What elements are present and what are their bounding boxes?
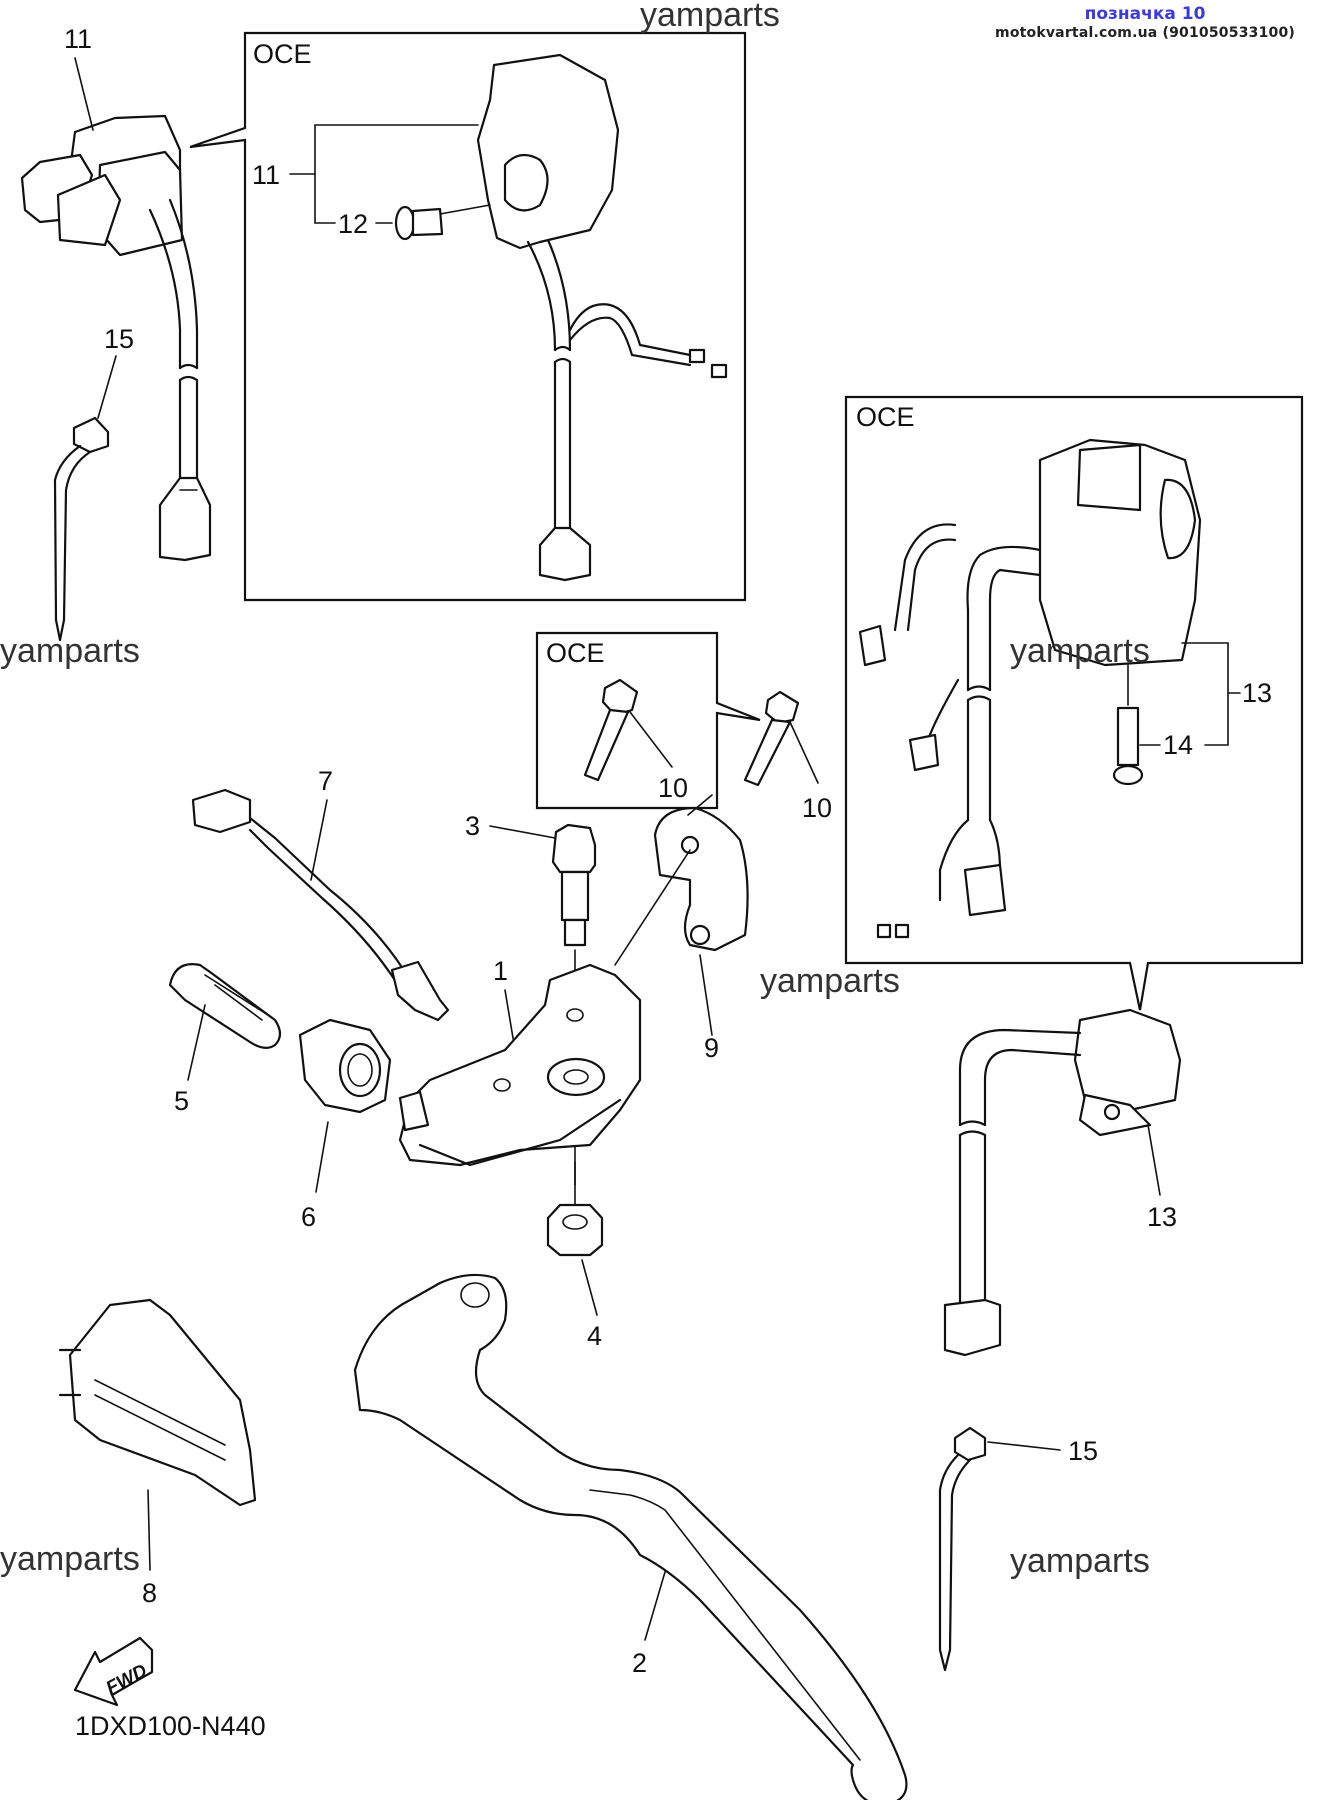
leader-10 [789, 721, 819, 784]
part-10-bolt[interactable] [743, 690, 800, 787]
leader-3 [489, 825, 556, 839]
callout-6: 6 [301, 1202, 316, 1232]
bracket-11-12 [289, 124, 491, 224]
watermark: yamparts [640, 0, 780, 34]
source-site: motokvartal.com.ua (901050533100) [995, 25, 1295, 41]
callout-13-oce: 13 [1242, 678, 1272, 708]
watermark: yamparts [1010, 1542, 1150, 1580]
leader-11 [74, 57, 94, 131]
fwd-arrow-icon: FWD [73, 1636, 154, 1707]
diagram-code: 1DXD100-N440 [75, 1711, 266, 1741]
part-1-lever-holder[interactable] [398, 963, 642, 1167]
leader-6 [315, 1121, 329, 1193]
part-2-clutch-lever[interactable] [353, 1273, 908, 1800]
watermark: yamparts [0, 632, 140, 670]
callout-9: 9 [704, 1033, 719, 1063]
inset-label: OCE [856, 402, 915, 432]
inset-label: OCE [253, 39, 312, 69]
callout-3: 3 [465, 811, 480, 841]
callout-5: 5 [174, 1086, 189, 1116]
leader-4 [581, 1259, 598, 1316]
part-15-cable-tie[interactable] [53, 416, 110, 642]
part-7-switch-cable[interactable] [191, 788, 450, 1022]
leader-9 [699, 954, 713, 1036]
part-12-screw[interactable] [394, 205, 444, 241]
watermark: yamparts [1010, 632, 1150, 670]
callout-15-right: 15 [1068, 1436, 1098, 1466]
part-6-locknut[interactable] [298, 1018, 392, 1114]
part-15-cable-tie-right[interactable] [938, 1426, 987, 1672]
bracket-13-14 [1127, 642, 1241, 746]
inset-label: OCE [546, 638, 605, 668]
callout-7: 7 [318, 766, 333, 796]
callout-10: 10 [802, 793, 832, 823]
leader-10-9 [687, 794, 713, 816]
callout-4: 4 [587, 1321, 602, 1351]
part-10-bolt-oce[interactable] [583, 678, 639, 782]
leader-8 [147, 1489, 151, 1571]
callout-15: 15 [104, 324, 134, 354]
watermark: yamparts [760, 962, 900, 1000]
inset-box-oce-10: OCE [535, 631, 761, 810]
callout-11-oce: 11 [252, 160, 280, 190]
part-11-left-switch[interactable] [20, 114, 212, 562]
leader-2 [644, 1571, 666, 1641]
part-5-adjuster-bolt[interactable] [168, 963, 282, 1049]
part-4-nut[interactable] [546, 1161, 604, 1257]
part-13-right-switch[interactable] [943, 1008, 1182, 1357]
watermark: yamparts [0, 1540, 140, 1578]
leader-13 [1147, 1124, 1161, 1196]
inset-box-oce-11: OCE [189, 31, 747, 602]
part-9-clamp[interactable] [653, 806, 749, 952]
leader-7 [310, 799, 328, 881]
source-header: позначка 10 motokvartal.com.ua (90105053… [995, 4, 1295, 42]
part-11-oce-switch[interactable] [476, 53, 728, 582]
leader-15-right [987, 1441, 1061, 1451]
callout-10-oce: 10 [658, 773, 688, 803]
callout-11: 11 [64, 24, 92, 54]
callout-1: 1 [493, 956, 508, 986]
callout-2: 2 [632, 1648, 647, 1678]
part-14-screw[interactable] [1112, 706, 1144, 786]
leader-5 [187, 1004, 206, 1081]
callout-12: 12 [338, 209, 368, 239]
callout-8: 8 [142, 1578, 157, 1608]
leader-9-10 [614, 849, 691, 966]
callout-14: 14 [1163, 730, 1193, 760]
part-13-oce-switch[interactable] [858, 438, 1202, 939]
leader-15 [97, 355, 117, 419]
part-8-lever-guard[interactable] [58, 1298, 257, 1507]
leader-10-oce [629, 711, 673, 768]
callout-13: 13 [1147, 1202, 1177, 1232]
reference-tag: позначка 10 [1084, 4, 1206, 24]
inset-box-oce-13: OCE [844, 395, 1304, 1011]
